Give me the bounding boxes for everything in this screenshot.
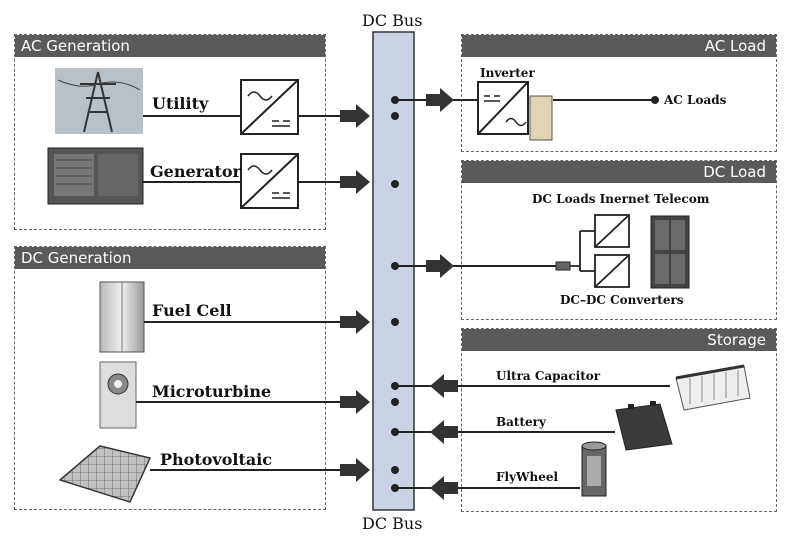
microturbine-label: Microturbine [152,382,272,401]
dc-dc-converters-label: DC–DC Converters [560,293,684,307]
dc-bus-bottom-label: DC Bus [362,514,423,533]
dc-bus-top-label: DC Bus [362,11,423,30]
inverter-icon [477,81,529,135]
flywheel-label: FlyWheel [496,470,559,484]
server-rack-icon [650,215,690,289]
dc-generation-panel: DC Generation [14,246,326,510]
fuel-cell-icon [99,281,145,353]
solar-panel-icon [58,445,152,503]
photovoltaic-label: Photovoltaic [160,450,273,469]
ac-load-title: AC Load [462,35,776,57]
ac-loads-label: AC Loads [664,93,727,107]
dc-load-title: DC Load [462,161,776,183]
connector-icon [555,261,571,271]
dc-generation-title: DC Generation [15,247,325,269]
ac-dc-converter-icon [240,153,299,209]
utility-label: Utility [152,94,209,113]
storage-title: Storage [462,329,776,351]
ac-generation-title: AC Generation [15,35,325,57]
inverter-cabinet-icon [529,95,553,141]
battery-label: Battery [496,415,546,429]
ac-dc-converter-icon [240,79,299,135]
generator-icon [47,147,144,205]
ultra-capacitor-label: Ultra Capacitor [496,369,601,383]
fuel-cell-label: Fuel Cell [152,301,232,320]
dc-loads-label: DC Loads Inernet Telecom [532,192,710,206]
dc-dc-converter-icon [570,214,630,288]
flywheel-icon [581,441,607,497]
microturbine-icon [99,361,137,429]
transmission-tower-icon [55,68,143,134]
generator-label: Generator [150,162,241,181]
battery-icon [615,401,673,451]
inverter-label: Inverter [480,66,535,80]
ultracapacitor-icon [675,364,751,411]
